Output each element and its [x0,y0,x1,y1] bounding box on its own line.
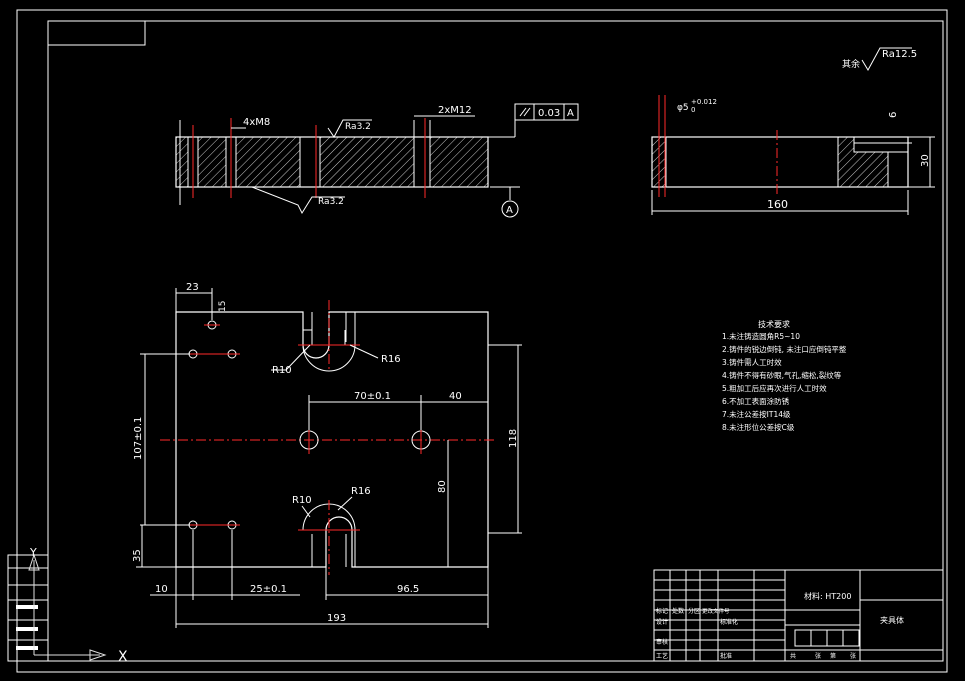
dim-r10-bottom: R10 [292,495,312,506]
dim-118: 118 [508,429,519,448]
title-designer: 设计 [656,618,668,626]
section-view: 4xM8 2xM12 Ra3.2 Ra3.2 0.03 A A [175,103,579,218]
dim-70: 70±0.1 [354,391,391,402]
tech-item: 4.铸件不得有砂眼,气孔,缩松,裂纹等 [722,370,842,380]
sheet-frame [16,9,948,673]
tech-title: 技术要求 [758,319,790,329]
tolerance-datum: A [567,108,574,119]
title-row-label: 处数 [672,607,684,615]
title-row-label: 标记 [656,607,668,615]
title-approve: 批准 [720,652,732,660]
side-dim-160: 160 [767,198,788,211]
dim-23: 23 [186,282,199,293]
title-bottom-label: 张 [850,652,856,660]
roughness-other-note: 其余 Ra12.5 [842,47,917,72]
title-process: 工艺 [656,652,668,660]
dim-96-5: 96.5 [397,584,419,595]
side-dim-6: 6 [888,112,899,118]
dim-193: 193 [327,613,346,624]
roughness-other-value: Ra12.5 [882,49,917,60]
tolerance-value: 0.03 [538,108,560,119]
title-material: 材料: HT200 [804,591,851,601]
tech-item: 7.未注公差按IT14级 [722,409,791,419]
dim-r16-bottom: R16 [351,486,371,497]
roughness-other-label: 其余 [842,58,860,70]
tech-item: 6.不加工表面涂防锈 [722,396,790,406]
title-bottom-label: 张 [815,652,821,660]
dim-10: 10 [155,584,168,595]
title-row-label: 分区 [688,607,700,615]
dim-r16-top: R16 [381,354,401,365]
tech-item: 2.铸件的锐边倒钝, 未注口应倒钝平整 [722,344,847,354]
dim-35: 35 [132,549,143,562]
title-bottom-label: 第 [830,652,836,660]
tech-item: 5.粗加工后应再次进行人工时效 [722,383,827,393]
dim-40: 40 [449,391,462,402]
title-check: 审核 [656,638,668,646]
side-view: 6 30 160 φ5 +0.012 0 [651,95,935,215]
dim-15: 15 [218,301,228,312]
dim-107: 107±0.1 [133,417,144,460]
ucs-y-label: Y [29,546,37,559]
tech-requirements: 技术要求 1.未注铸造圆角R5~10 2.铸件的锐边倒钝, 未注口应倒钝平整 3… [722,319,847,432]
title-standard: 标准化 [720,618,738,626]
title-block: 材料: HT200 夹具体 标记 处数 分区 更改文件号 设计 标准化 审核 工… [653,569,944,662]
tech-item: 1.未注铸造圆角R5~10 [722,331,800,341]
side-dim-30: 30 [920,154,931,167]
tech-item: 8.未注形位公差按C级 [722,422,795,432]
side-hole-label: φ5 [677,103,689,113]
ucs-x-label: X [118,649,128,665]
section-holes-label: 4xM8 [243,117,270,128]
tech-item: 3.铸件需人工时效 [722,357,782,367]
plan-view: 23 15 107±0.1 35 118 70±0.1 40 80 R10 R1… [132,282,522,628]
section-ra-bottom: Ra3.2 [318,197,344,207]
side-tol-lower: 0 [691,106,695,114]
dim-80: 80 [437,480,448,493]
ucs-icon: Y X [28,546,128,665]
datum-label: A [506,205,513,216]
title-part-name: 夹具体 [880,615,904,625]
side-tol-upper: +0.012 [691,98,717,106]
dim-r10-top: R10 [272,365,292,376]
section-holes-label-2: 2xM12 [438,105,472,116]
side-stamp-column [7,554,49,662]
title-row-label: 更改文件号 [702,607,730,615]
dim-25: 25±0.1 [250,584,287,595]
section-ra-top: Ra3.2 [345,122,371,132]
title-bottom-label: 共 [790,652,796,660]
